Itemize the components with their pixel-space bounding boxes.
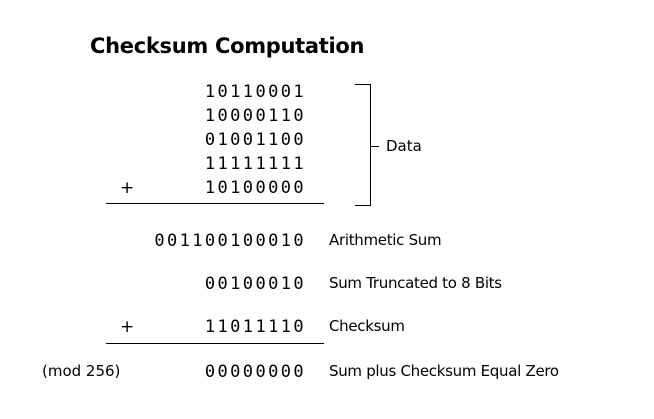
data-bracket-tick xyxy=(370,146,379,147)
data-plus-sign: + xyxy=(120,178,135,198)
data-label: Data xyxy=(386,137,422,155)
truncated-sum-bits: 00100010 xyxy=(204,274,306,294)
data-row-5: 10100000 xyxy=(204,178,306,198)
checksum-rule-line xyxy=(106,343,324,344)
data-row-4: 11111111 xyxy=(204,154,306,174)
data-row-1: 10110001 xyxy=(204,82,306,102)
data-row-2: 10000110 xyxy=(204,106,306,126)
truncated-sum-label: Sum Truncated to 8 Bits xyxy=(329,274,502,292)
data-row-3: 01001100 xyxy=(204,130,306,150)
diagram-title: Checksum Computation xyxy=(90,34,365,58)
final-sum-label: Sum plus Checksum Equal Zero xyxy=(329,362,559,380)
data-bracket xyxy=(355,84,371,206)
arithmetic-sum-bits: 001100100010 xyxy=(154,231,306,251)
sum-rule-line xyxy=(106,203,324,204)
checksum-bits: 11011110 xyxy=(204,317,306,337)
arithmetic-sum-label: Arithmetic Sum xyxy=(329,231,442,249)
mod-label: (mod 256) xyxy=(42,362,121,380)
checksum-plus-sign: + xyxy=(120,317,135,337)
checksum-label: Checksum xyxy=(329,317,405,335)
final-sum-bits: 00000000 xyxy=(204,362,306,382)
